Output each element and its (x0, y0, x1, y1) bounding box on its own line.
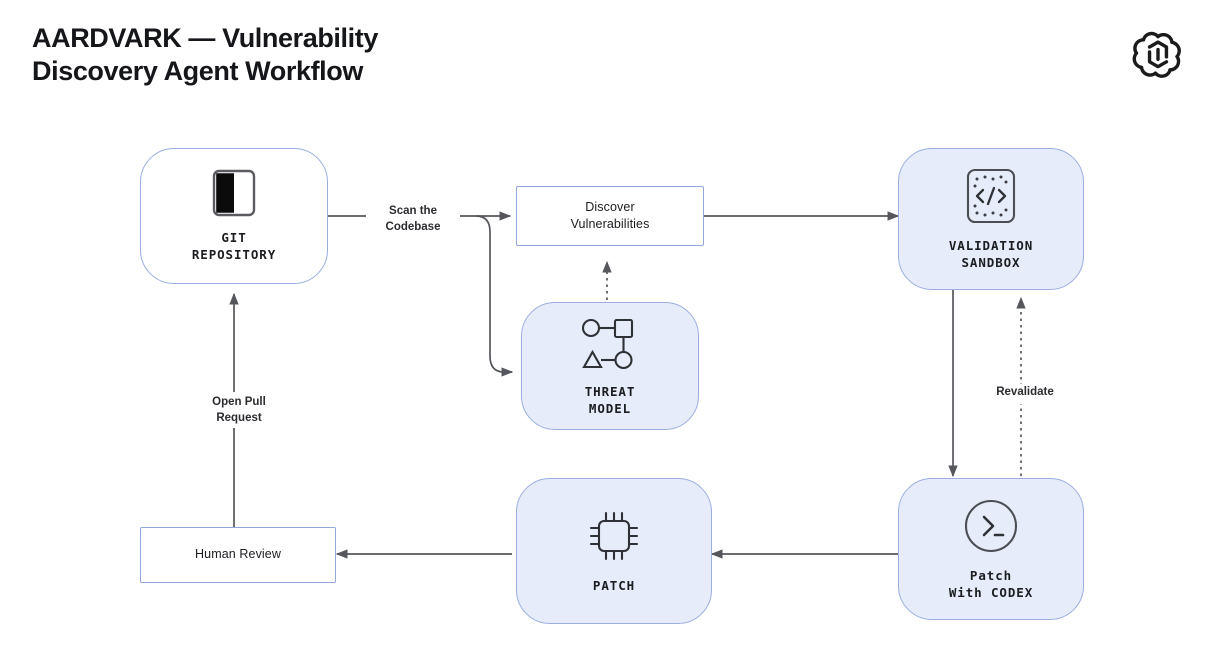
node-label: VALIDATION SANDBOX (948, 237, 1034, 270)
node-validation-sandbox[interactable]: VALIDATION SANDBOX (898, 148, 1084, 290)
threat-graph-icon (579, 315, 641, 373)
node-label: GIT REPOSITORY (191, 229, 277, 262)
edge-scan-to-threat-model (475, 215, 514, 377)
node-label: Patch With CODEX (948, 567, 1034, 600)
node-label: PATCH (592, 578, 636, 594)
page-title: AARDVARK — Vulnerability Discovery Agent… (32, 23, 378, 86)
openai-logo-icon (1132, 28, 1184, 80)
node-label: Discover Vulnerabilities (570, 199, 650, 231)
page-header: AARDVARK — Vulnerability Discovery Agent… (0, 0, 1212, 120)
node-label: Human Review (195, 547, 281, 562)
node-discover-vulnerabilities[interactable]: Discover Vulnerabilities (516, 186, 704, 246)
node-git-repository[interactable]: GIT REPOSITORY (140, 148, 328, 284)
node-patch[interactable]: PATCH (516, 478, 712, 624)
node-label: THREAT MODEL (584, 383, 636, 416)
repository-book-icon (212, 169, 256, 217)
edge-label-revalidate: Revalidate (975, 384, 1075, 402)
edge-label-scan-codebase: Scan the Codebase (366, 203, 460, 237)
terminal-prompt-icon (962, 497, 1020, 555)
node-threat-model[interactable]: THREAT MODEL (521, 302, 699, 430)
node-patch-with-codex[interactable]: Patch With CODEX (898, 478, 1084, 620)
node-human-review[interactable]: Human Review (140, 527, 336, 583)
code-brackets-icon (964, 167, 1018, 225)
edge-label-open-pull-request: Open Pull Request (189, 394, 289, 428)
cpu-chip-icon (585, 507, 643, 565)
